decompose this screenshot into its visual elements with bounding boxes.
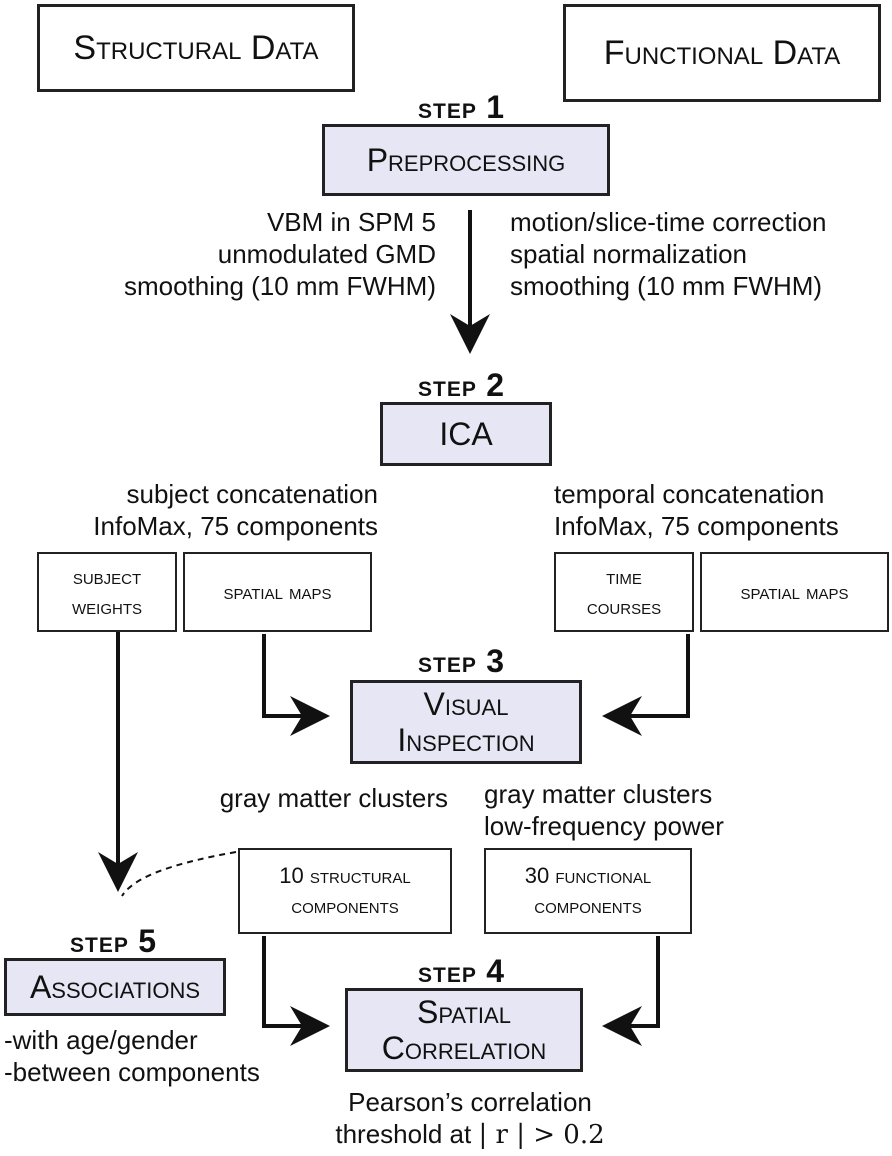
functional-spatial-maps-box: spatial maps	[700, 552, 889, 632]
structural-spatial-maps-box: spatial maps	[183, 552, 372, 632]
arrow-structural-maps-to-inspection	[262, 634, 330, 736]
ica-box: ICA	[380, 402, 552, 466]
step1-structural-notes: VBM in SPM 5 unmodulated GMD smoothing (…	[123, 207, 436, 301]
step5-notes: -with age/gender -between components	[4, 1025, 260, 1087]
ica-title: ICA	[439, 416, 493, 452]
functional-data-box: Functional Data	[563, 4, 881, 102]
step2-structural-notes: subject concatenation InfoMax, 75 compon…	[93, 479, 378, 541]
visual-inspection-title-line1: Visual	[423, 686, 509, 722]
step3-label: step 3	[418, 643, 505, 679]
structural-data-box: Structural Data	[37, 4, 355, 92]
time-courses-box: time courses	[554, 552, 694, 632]
spatial-correlation-box: Spatial Correlation	[345, 988, 583, 1072]
step1-label: step 1	[418, 89, 505, 125]
associations-title: Associations	[29, 969, 201, 1005]
step2-functional-notes: temporal concatenation InfoMax, 75 compo…	[554, 479, 839, 541]
step4-label: step 4	[418, 953, 505, 989]
functional-data-label: Functional Data	[603, 34, 841, 72]
dashed-structural-components-to-associations	[121, 851, 237, 897]
visual-inspection-title-line2: Inspection	[397, 722, 535, 758]
preprocessing-box: Preprocessing	[322, 124, 610, 196]
spatial-correlation-title-line2: Correlation	[381, 1030, 547, 1066]
arrow-functional-components-to-correlation	[602, 936, 660, 1046]
arrow-functional-maps-to-inspection	[602, 634, 690, 736]
step5-label: step 5	[70, 923, 157, 959]
step4-notes: Pearson’s correlation threshold at | r |…	[335, 1087, 605, 1150]
structural-components-box: 10 structural components	[238, 848, 452, 934]
arrow-structural-components-to-correlation	[262, 936, 330, 1046]
visual-inspection-box: Visual Inspection	[350, 680, 582, 764]
preprocessing-title: Preprocessing	[366, 142, 566, 178]
functional-components-box: 30 functional components	[484, 848, 692, 934]
associations-box: Associations	[4, 958, 226, 1016]
step3-structural-notes: gray matter clusters	[219, 783, 448, 813]
step3-functional-notes: gray matter clusters low-frequency power	[484, 779, 724, 841]
step1-functional-notes: motion/slice-time correction spatial nor…	[510, 207, 827, 301]
subject-weights-box: subject weights	[37, 552, 177, 632]
spatial-correlation-title-line1: Spatial	[417, 994, 511, 1030]
step2-label: step 2	[418, 367, 505, 403]
threshold-formula: | r | > 0.2	[478, 1120, 605, 1150]
structural-data-label: Structural Data	[73, 29, 319, 67]
